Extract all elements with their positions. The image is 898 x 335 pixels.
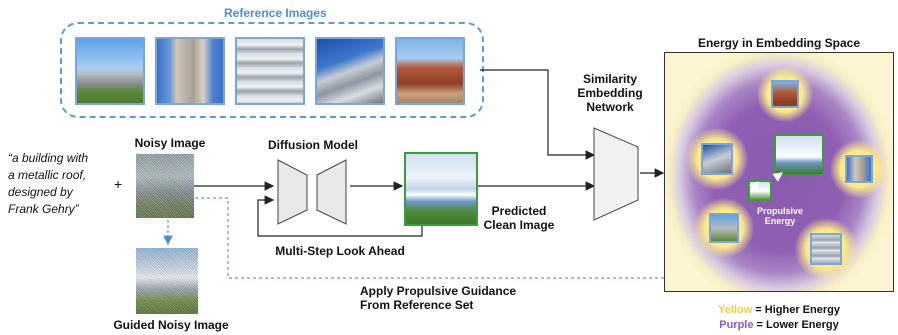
guidance-line-2: From Reference Set [360,298,474,312]
similarity-network-label: Similarity Embedding Network [560,72,660,114]
legend-lower-energy: Purple = Lower Energy [664,319,894,331]
propulsive-line-1: Propulsive [756,206,803,216]
propulsive-guidance-label: Apply Propulsive Guidance From Reference… [360,284,540,312]
prompt-line-4: Frank Gehry” [8,202,79,216]
prompt-line-1: “a building with [8,151,89,165]
diffusion-model-label: Diffusion Model [268,138,358,152]
arrow-look-ahead-loop [257,195,423,237]
guided-noisy-image-label: Guided Noisy Image [113,318,229,332]
prompt-line-3: designed by [8,185,73,199]
energy-panel-title: Energy in Embedding Space [697,36,861,50]
building-5-image [395,37,465,105]
propulsive-arrow-1 [749,181,759,193]
propulsive-line-2: Energy [764,216,796,226]
plus-sign: + [114,176,123,192]
propulsive-arrows [749,172,783,193]
embedding-building-5 [771,80,799,108]
embedding-building-2 [845,155,873,183]
trajectory-step-2 [774,134,824,176]
noisy-image [136,154,194,218]
predicted-clean-image [404,152,478,226]
similarity-network-shape [593,127,639,221]
similarity-line-1: Similarity [582,72,638,86]
predicted-clean-image-label: Predicted Clean Image [474,204,564,232]
look-ahead-label: Multi-Step Look Ahead [275,244,405,258]
propulsive-arrow-2 [772,172,783,182]
embedding-building-1 [709,213,739,243]
embedding-building-4 [701,143,733,175]
legend-yellow-rest: = Higher Energy [752,304,840,316]
predicted-line-2: Clean Image [483,218,555,232]
legend-higher-energy: Yellow = Higher Energy [664,304,894,316]
similarity-line-3: Network [586,100,634,114]
text-prompt: “a building with a metallic roof, design… [8,150,118,218]
predicted-line-1: Predicted [491,204,547,218]
guidance-dashed-line [194,197,664,279]
arrow-reference-to-similarity [480,69,596,160]
building-4-image [315,37,385,105]
prompt-line-2: a metallic roof, [8,168,87,182]
building-1-image [75,37,145,105]
building-3-image [235,37,305,105]
guided-noisy-image [136,248,198,314]
similarity-line-2: Embedding [577,86,643,100]
building-2-image [155,37,225,105]
legend-purple-word: Purple [719,319,754,331]
reference-images-title: Reference Images [224,6,327,20]
diffusion-decoder-shape [316,159,347,225]
legend-yellow-word: Yellow [718,304,753,316]
embedding-building-3 [810,233,842,265]
legend-purple-rest: = Lower Energy [753,319,839,331]
propulsive-energy-label: Propulsive Energy [750,206,810,226]
noisy-image-label: Noisy Image [134,136,206,150]
diffusion-encoder-shape [277,159,308,225]
guidance-line-1: Apply Propulsive Guidance [360,284,517,298]
